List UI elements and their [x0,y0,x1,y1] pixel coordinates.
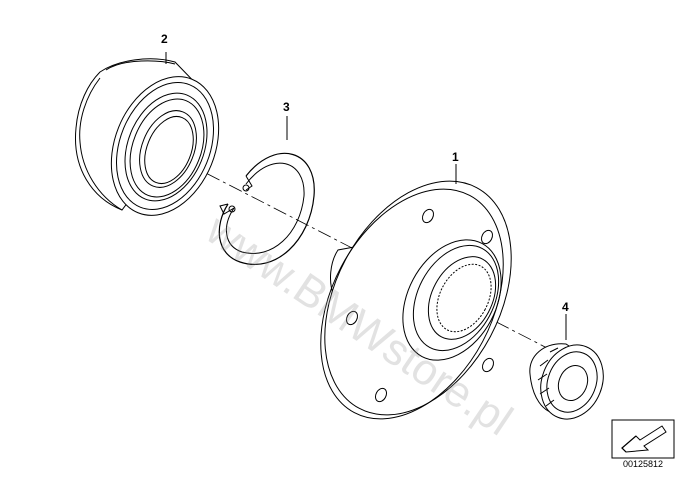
collar-nut [529,314,604,420]
arrow-icon [621,425,667,453]
wheel-bearing [74,52,220,216]
callout-1: 1 [452,150,459,164]
callout-3: 3 [283,100,290,114]
diagram-id-box [611,419,675,459]
callout-2: 2 [161,32,168,46]
wheel-hub [320,164,512,420]
callout-4: 4 [562,300,569,314]
diagram-id: 00125812 [622,459,664,469]
circlip [218,116,315,265]
